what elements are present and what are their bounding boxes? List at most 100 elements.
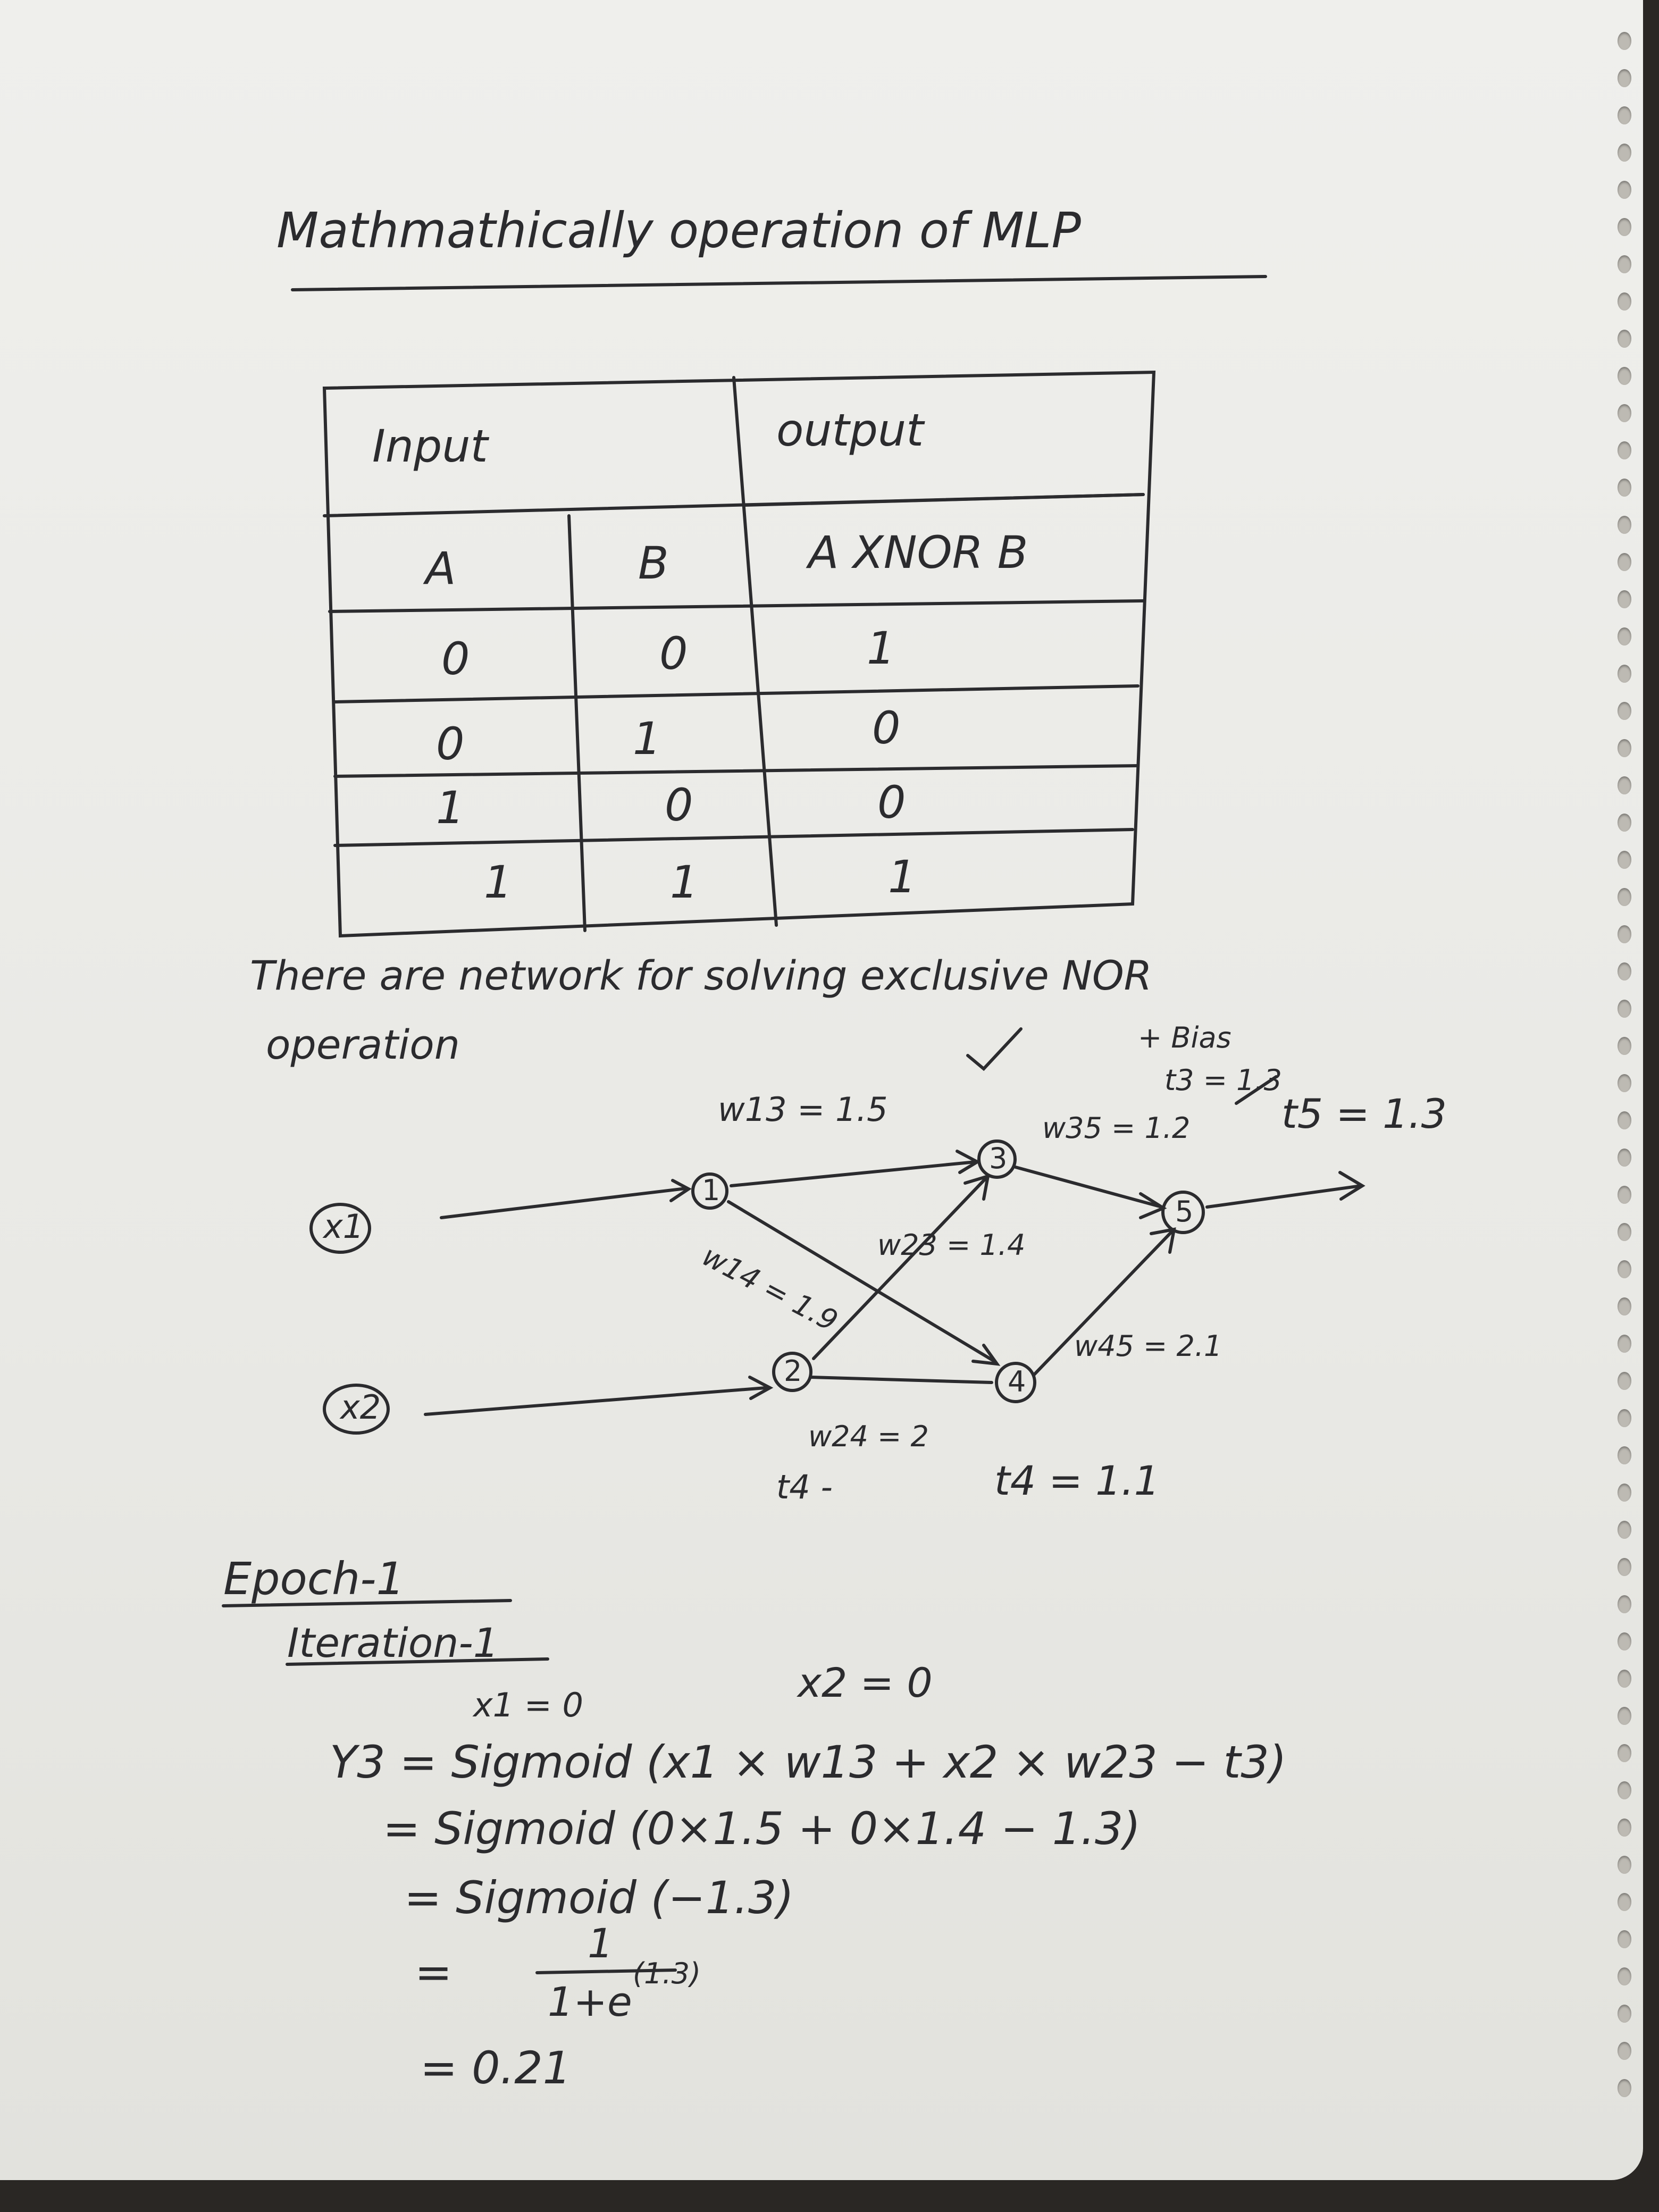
weight-w45: w45 = 2.1 xyxy=(1074,1329,1222,1363)
binding-hole xyxy=(1618,367,1631,385)
binding-hole xyxy=(1618,69,1631,87)
binding-hole xyxy=(1618,1893,1631,1911)
binding-hole xyxy=(1618,814,1631,832)
binding-hole xyxy=(1618,1930,1631,1948)
binding-hole xyxy=(1618,2079,1631,2097)
binding-hole xyxy=(1618,218,1631,236)
table-row-line xyxy=(333,684,1139,703)
input-x2-label: x2 xyxy=(340,1388,381,1427)
binding-hole xyxy=(1618,1595,1631,1613)
binding-hole xyxy=(1618,1484,1631,1502)
table-col-out: A XNOR B xyxy=(808,526,1028,579)
calc-fraction-denominator: 1+e xyxy=(548,1978,632,2025)
binding-hole xyxy=(1618,1781,1631,1799)
node-2-label: 2 xyxy=(784,1354,802,1388)
binding-hole xyxy=(1618,181,1631,199)
binding-hole xyxy=(1618,479,1631,497)
arrow-output xyxy=(1205,1184,1363,1209)
epoch-label: Epoch-1 xyxy=(223,1553,405,1605)
node-1-label: 1 xyxy=(702,1174,720,1207)
binding-hole xyxy=(1618,1372,1631,1390)
binding-hole xyxy=(1618,441,1631,459)
calc-exponent: (1.3) xyxy=(633,1957,701,1990)
page-title: Mathmathically operation of MLP xyxy=(276,202,1081,259)
arrow-1-to-3 xyxy=(730,1160,977,1187)
node-3-label: 3 xyxy=(989,1142,1008,1175)
node-4-circle xyxy=(995,1362,1036,1403)
table-subheader-line xyxy=(743,493,1145,507)
binding-hole xyxy=(1618,1149,1631,1167)
binding-hole xyxy=(1618,1297,1631,1316)
table-border xyxy=(322,370,1156,938)
table-divider-output xyxy=(732,376,778,927)
description-line-2: operation xyxy=(266,1021,460,1068)
table-row-line xyxy=(328,599,1145,613)
threshold-t-blank: t4 - xyxy=(776,1468,833,1506)
binding-hole xyxy=(1618,925,1631,943)
table-row-2-out: 0 xyxy=(872,702,901,754)
binding-hole xyxy=(1618,1819,1631,1837)
calc-result: = 0.21 xyxy=(420,2042,572,2094)
binding-hole xyxy=(1618,776,1631,794)
table-row-1-a: 0 xyxy=(441,633,470,685)
binding-hole xyxy=(1618,1744,1631,1762)
arrow-1-to-4 xyxy=(727,1200,996,1363)
check-mark xyxy=(966,1027,1023,1071)
binding-hole xyxy=(1618,106,1631,124)
table-row-3-out: 0 xyxy=(877,776,906,828)
binding-hole xyxy=(1618,1260,1631,1278)
title-underline xyxy=(291,275,1267,291)
calc-line-2: = Sigmoid (0×1.5 + 0×1.4 − 1.3) xyxy=(383,1803,1141,1855)
weight-w24: w24 = 2 xyxy=(808,1420,929,1453)
binding-hole xyxy=(1618,1632,1631,1650)
node-2-circle xyxy=(772,1352,812,1392)
binding-hole xyxy=(1618,1967,1631,1985)
node-5-circle xyxy=(1161,1191,1205,1234)
binding-hole xyxy=(1618,1186,1631,1204)
binding-hole xyxy=(1618,2042,1631,2060)
threshold-t4: t4 = 1.1 xyxy=(994,1457,1160,1504)
binding-hole xyxy=(1618,1670,1631,1688)
table-input-header: Input xyxy=(372,420,488,472)
ink-drawing xyxy=(0,0,1643,2180)
table-row-line xyxy=(333,764,1139,778)
arrow-x1-to-1 xyxy=(440,1187,688,1219)
binding-hole xyxy=(1618,1074,1631,1092)
table-row-line xyxy=(333,828,1134,847)
table-row-2-b: 1 xyxy=(633,713,661,765)
input-x1-label: x1 xyxy=(323,1207,364,1246)
arrow-2-to-4 xyxy=(809,1376,993,1384)
weight-w13: w13 = 1.5 xyxy=(718,1090,888,1129)
binding-hole xyxy=(1618,292,1631,311)
binding-hole xyxy=(1618,404,1631,422)
binding-hole xyxy=(1618,553,1631,571)
table-row-1-b: 0 xyxy=(659,627,688,680)
binding-hole xyxy=(1618,702,1631,720)
table-divider-ab xyxy=(567,514,586,932)
bias-label: + Bias xyxy=(1138,1021,1231,1054)
binding-hole xyxy=(1618,2005,1631,2023)
epoch-underline xyxy=(222,1599,512,1607)
binding-hole xyxy=(1618,962,1631,981)
binding-hole xyxy=(1618,1856,1631,1874)
given-x2: x2 = 0 xyxy=(798,1659,933,1706)
weight-w23: w23 = 1.4 xyxy=(877,1228,1026,1262)
table-row-4-out: 1 xyxy=(888,851,917,903)
binding-hole xyxy=(1618,1446,1631,1464)
input-x2-circle xyxy=(323,1384,390,1435)
binding-hole xyxy=(1618,1111,1631,1129)
binding-hole xyxy=(1618,1000,1631,1018)
binding-hole xyxy=(1618,144,1631,162)
arrow-2-to-3 xyxy=(812,1176,988,1360)
binding-hole xyxy=(1618,627,1631,646)
table-row-2-a: 0 xyxy=(436,718,465,770)
table-row-4-a: 1 xyxy=(484,856,513,908)
binding-hole xyxy=(1618,1037,1631,1055)
calc-line-4-eq: = xyxy=(415,1946,453,1998)
threshold-t3: t3 = 1.3 xyxy=(1164,1063,1282,1097)
iteration-underline xyxy=(286,1657,549,1666)
given-x1: x1 = 0 xyxy=(473,1686,583,1724)
calc-line-1: Y3 = Sigmoid (x1 × w13 + x2 × w23 − t3) xyxy=(330,1736,1287,1788)
arrow-x2-to-2 xyxy=(424,1386,767,1416)
binding-hole xyxy=(1618,888,1631,906)
